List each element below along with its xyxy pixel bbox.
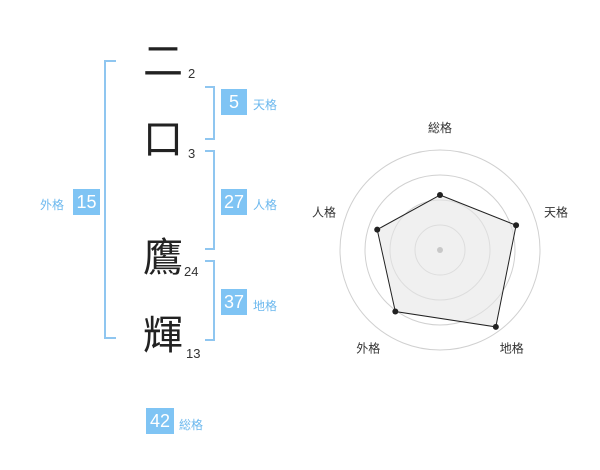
chikaku-bracket [205,260,215,341]
radar-point [374,226,381,233]
radar-area [376,194,517,328]
stroke-count-1: 2 [188,66,196,81]
name-char-3: 鷹 [143,235,183,281]
gaikaku-label: 外格 [40,198,65,212]
jinkaku-label: 人格 [253,198,278,212]
radar-ring [364,174,516,326]
stroke-count-4: 13 [186,346,201,361]
tenkaku-label: 天格 [253,98,278,112]
radar-axis-label: 人格 [312,204,336,219]
stroke-count-3: 24 [184,264,199,279]
gaikaku-badge: 15 [73,189,100,215]
radar-point [513,222,520,229]
radar-axis-label: 総格 [428,120,452,135]
radar-points [374,192,520,330]
radar-center [437,247,443,253]
name-char-4: 輝 [143,313,183,359]
radar-axis-label: 天格 [544,204,568,219]
stroke-count-2: 3 [188,146,196,161]
name-char-1: 二 [143,39,183,85]
soukaku-badge: 42 [146,408,174,434]
radar-point [437,192,443,198]
name-char-2: 口 [143,117,183,163]
chikaku-label: 地格 [253,299,278,313]
chikaku-badge: 37 [221,289,247,315]
tenkaku-badge: 5 [221,89,247,115]
radar-axis-label: 外格 [356,341,380,356]
radar-axis-label: 地格 [500,341,524,356]
radar-point [492,323,499,330]
soukaku-label: 総格 [179,418,204,432]
jinkaku-badge: 27 [221,189,247,215]
jinkaku-bracket [205,150,215,250]
tenkaku-bracket [205,86,215,140]
gaikaku-bracket [104,60,116,339]
radar-point [392,308,399,315]
